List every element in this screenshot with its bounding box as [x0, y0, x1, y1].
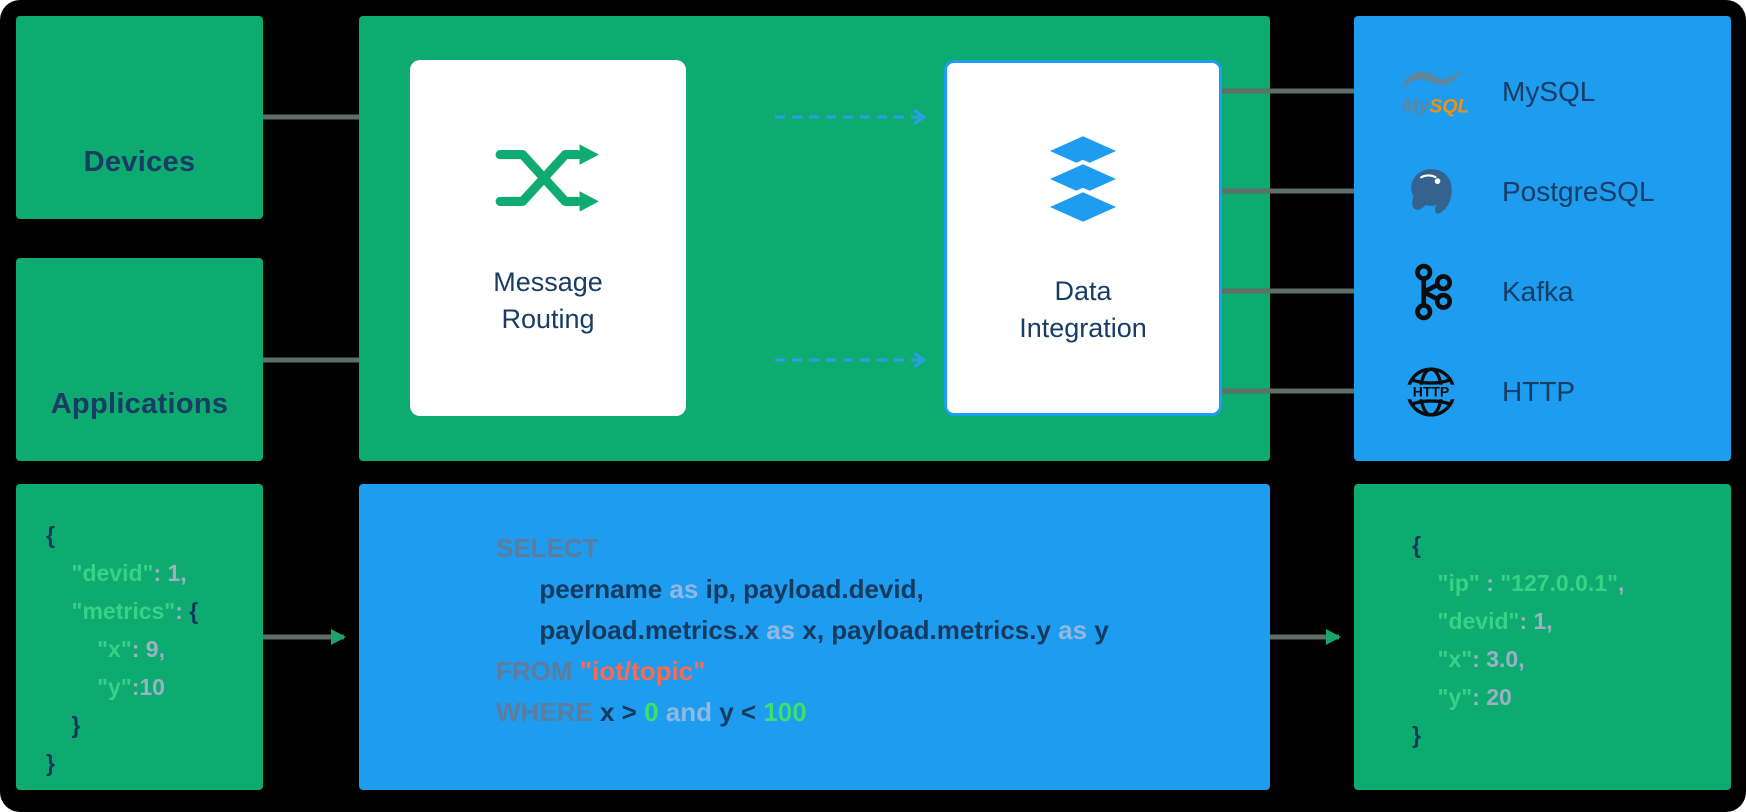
mysql-logo: MySQL	[1388, 65, 1474, 119]
input-json-box: { "devid": 1, "metrics": { "x": 9, "y":1…	[16, 484, 263, 790]
input-json-code: { "devid": 1, "metrics": { "x": 9, "y":1…	[46, 522, 199, 776]
svg-text:HTTP: HTTP	[1413, 384, 1450, 400]
sink-row-postgresql: PostgreSQL	[1388, 142, 1731, 242]
message-routing-card: Message Routing	[410, 60, 686, 416]
applications-box: Applications	[16, 258, 263, 461]
output-json-box: { "ip" : "127.0.0.1", "devid": 1, "x": 3…	[1354, 484, 1731, 790]
devices-label: Devices	[83, 146, 196, 178]
postgresql-logo	[1388, 167, 1474, 217]
devices-box: Devices	[16, 16, 263, 219]
layers-icon	[1033, 130, 1133, 231]
message-routing-label: Message Routing	[493, 266, 603, 334]
sql-box: SELECT peername as ip, payload.devid, pa…	[359, 484, 1270, 790]
kafka-logo	[1388, 263, 1474, 321]
data-integration-card: Data Integration	[944, 60, 1222, 416]
sql-code: SELECT peername as ip, payload.devid, pa…	[496, 533, 1109, 727]
sink-row-mysql: MySQL MySQL	[1388, 42, 1731, 142]
applications-label: Applications	[50, 388, 229, 420]
sink-row-http: HTTP HTTP	[1388, 342, 1731, 442]
sink-label-postgresql: PostgreSQL	[1502, 176, 1655, 207]
shuffle-icon	[492, 139, 604, 222]
sinks-box: MySQL MySQL PostgreSQL	[1354, 16, 1731, 461]
sink-label-kafka: Kafka	[1502, 276, 1574, 307]
data-integration-label: Data Integration	[1019, 275, 1147, 343]
sink-row-kafka: Kafka	[1388, 242, 1731, 342]
output-json-code: { "ip" : "127.0.0.1", "devid": 1, "x": 3…	[1412, 532, 1625, 748]
sink-label-mysql: MySQL	[1502, 76, 1596, 107]
http-globe-icon: HTTP	[1388, 365, 1474, 419]
sink-label-http: HTTP	[1502, 376, 1576, 407]
svg-text:MySQL: MySQL	[1402, 96, 1468, 118]
